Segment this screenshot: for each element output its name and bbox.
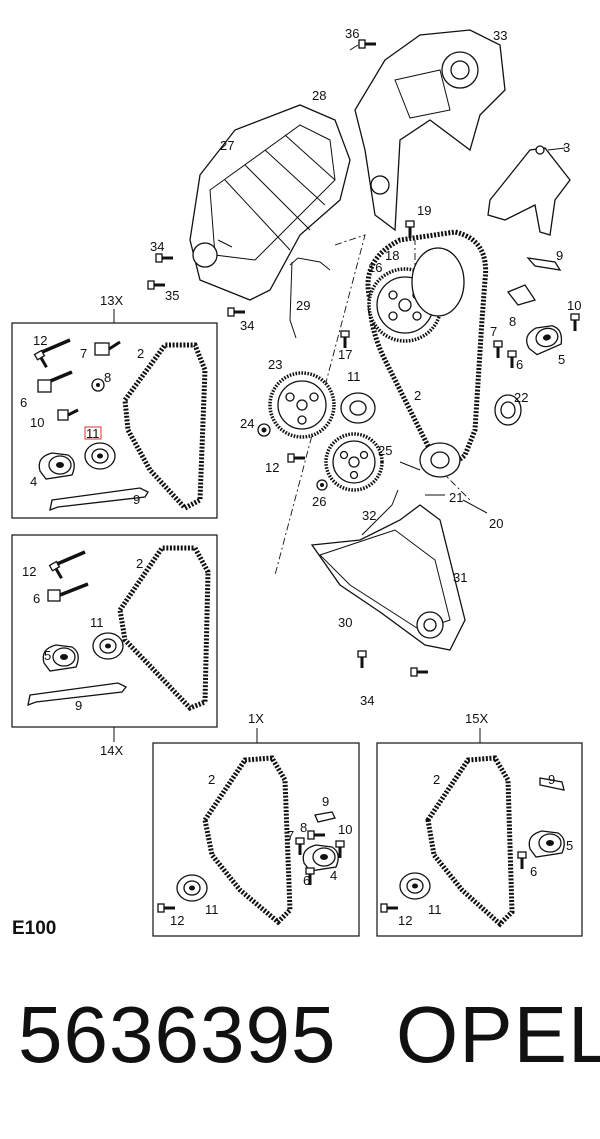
label-22: 22 [514,390,528,405]
label-kit-13x: 13X [100,293,123,308]
label-6-main: 6 [516,357,523,372]
label-1x-11: 11 [205,902,219,917]
label-14x-12: 12 [22,564,36,579]
label-9-main: 9 [556,248,563,263]
label-kit-1x: 1X [248,711,264,726]
label-29: 29 [296,298,310,313]
label-33: 33 [493,28,507,43]
part-number: 5636395 [18,990,337,1079]
label-1x-9: 9 [322,794,329,809]
label-30: 30 [338,615,352,630]
idler-pulley-11-main [340,392,376,424]
main-timing-belt [365,229,489,464]
sprocket-23 [268,371,336,439]
label-34-b: 34 [240,318,254,333]
label-25: 25 [378,443,392,458]
label-1x-12: 12 [170,913,184,928]
label-21: 21 [449,490,463,505]
rear-cover-27-28 [189,104,351,301]
label-13x-6: 6 [20,395,27,410]
label-1x-10: 10 [338,822,352,837]
label-32: 32 [362,508,376,523]
label-1x-4: 4 [330,868,337,883]
label-14x-9: 9 [75,698,82,713]
label-13x-7: 7 [80,346,87,361]
label-15x-9: 9 [548,772,555,787]
label-23: 23 [268,357,282,372]
front-timing-cover-30-31 [310,504,466,651]
label-19: 19 [417,203,431,218]
label-36: 36 [345,26,359,41]
hub-18 [411,247,465,317]
label-34-c: 34 [360,693,374,708]
highlight-11 [84,426,102,440]
pulley-20 [419,442,461,478]
label-13x-2: 2 [137,346,144,361]
label-13x-9: 9 [133,492,140,507]
label-26: 26 [312,494,326,509]
label-14x-2: 2 [136,556,143,571]
label-24: 24 [240,416,254,431]
label-15x-6: 6 [530,864,537,879]
label-13x-11: 11 [86,426,100,441]
bracket-3 [487,145,571,236]
label-14x-11: 11 [90,615,104,630]
label-15x-12: 12 [398,913,412,928]
label-7-main: 7 [490,324,497,339]
label-27: 27 [220,138,234,153]
label-8-main: 8 [509,314,516,329]
rear-timing-cover-33 [354,29,506,232]
label-17: 17 [338,347,352,362]
label-1x-7: 7 [287,828,294,843]
label-13x-12: 12 [33,333,47,348]
label-1x-8: 8 [300,820,307,835]
label-34-a: 34 [150,239,164,254]
label-14x-5: 5 [44,648,51,663]
guide-29 [289,261,297,339]
bracket-32 [361,489,399,536]
label-2-main: 2 [414,388,421,403]
label-20: 20 [489,516,503,531]
bracket-bolt-7-main [506,284,537,306]
label-kit-14x: 14X [100,743,123,758]
label-28: 28 [312,88,326,103]
label-12-main: 12 [265,460,279,475]
exploded-parts-diagram: 36 33 28 27 3 19 34 18 9 16 35 29 10 34 … [11,26,583,937]
label-14x-6: 6 [33,591,40,606]
label-15x-11: 11 [428,902,442,917]
label-13x-10: 10 [30,415,44,430]
kit-1x-box [152,742,360,937]
label-35: 35 [165,288,179,303]
sprocket-25 [324,432,384,492]
brand-name: OPEL [396,990,600,1079]
label-3: 3 [563,140,570,155]
label-15x-5: 5 [566,838,573,853]
label-10-main: 10 [567,298,581,313]
label-11-main: 11 [347,369,361,384]
label-18: 18 [385,248,399,263]
diagram-code: E100 [12,918,57,939]
label-13x-8: 8 [104,370,111,385]
label-16: 16 [368,260,382,275]
label-1x-6: 6 [303,873,310,888]
label-kit-15x: 15X [465,711,488,726]
label-31: 31 [453,570,467,585]
label-15x-2: 2 [433,772,440,787]
label-1x-2: 2 [208,772,215,787]
guide-9-main [526,257,562,271]
label-5-main: 5 [558,352,565,367]
label-13x-4: 4 [30,474,37,489]
seal-22 [494,394,522,426]
